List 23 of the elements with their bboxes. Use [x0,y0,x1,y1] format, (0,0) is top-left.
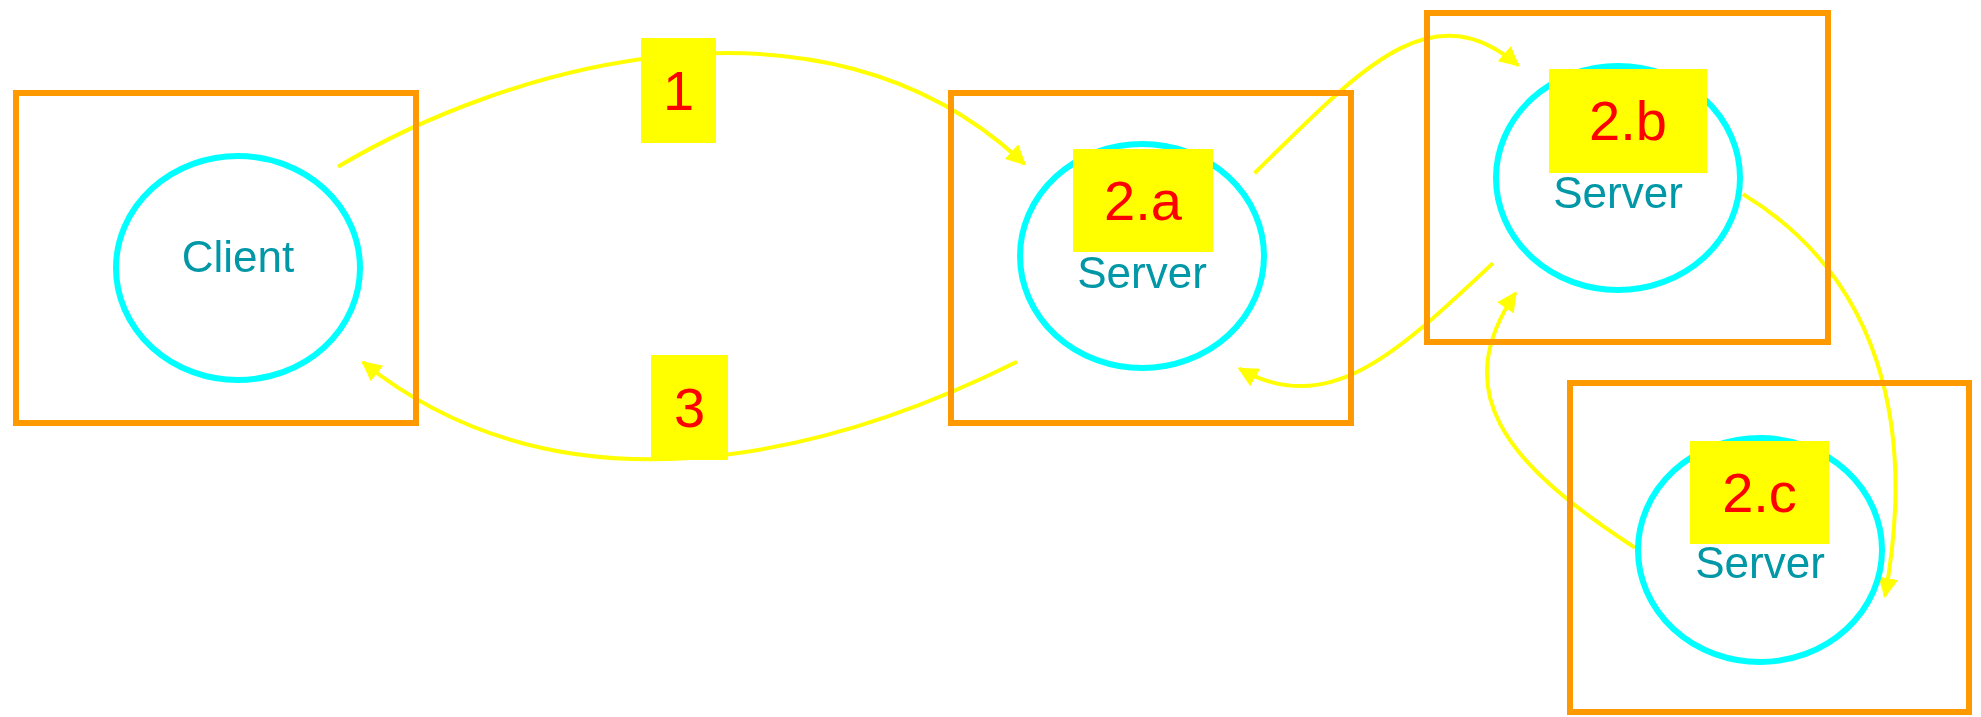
node-label: Server [1695,541,1825,585]
node-circle [1017,141,1267,371]
server-frame [1424,10,1831,345]
arrow [1237,261,1495,388]
node-circle [113,153,363,383]
arrow [1741,192,1898,598]
node-circle [1493,63,1743,293]
edge-label: 1 [641,38,716,143]
arrow [1485,291,1637,550]
arrow [361,360,1018,461]
arrow [1253,33,1520,175]
arrow [337,51,1027,169]
node-label: Client [181,235,295,279]
node-circle [1635,435,1885,665]
edge-label: 3 [651,355,728,460]
node-label: Server [1553,171,1683,215]
step-number: 2.c [1690,441,1829,544]
step-number: 2.b [1549,69,1707,173]
step-number: 2.a [1073,149,1213,252]
node-label: Server [1077,251,1207,295]
server-frame [948,90,1354,426]
server-frame [1567,380,1972,715]
server-frame [13,90,419,426]
